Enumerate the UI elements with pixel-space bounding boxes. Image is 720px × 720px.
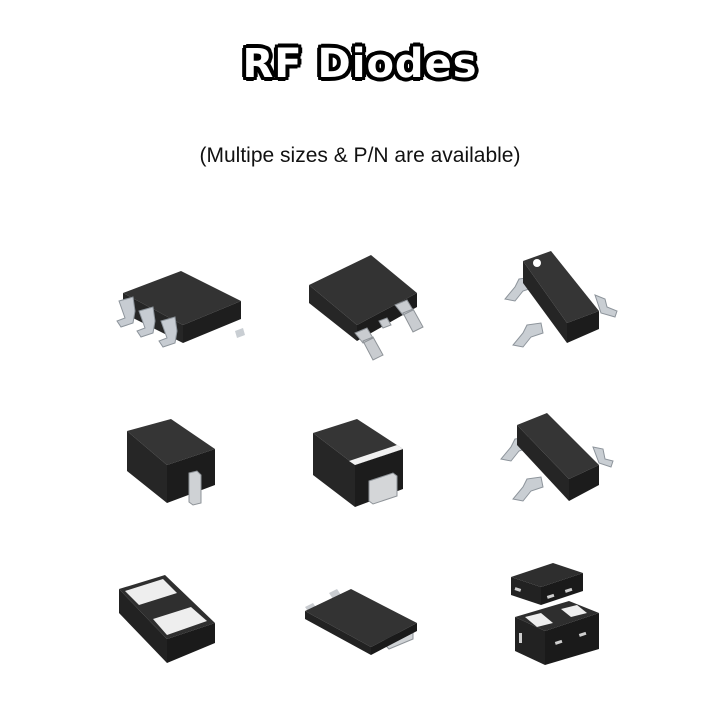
sma-package-icon xyxy=(313,419,403,507)
page-subtitle: (Multipe sizes & P/N are available) xyxy=(199,144,521,167)
package-cell xyxy=(487,243,647,393)
package-cell xyxy=(297,403,457,553)
dfn-package-icon xyxy=(119,575,215,663)
package-grid xyxy=(95,225,635,715)
powerdi-package-icon xyxy=(305,589,417,655)
dpak-package-icon xyxy=(309,255,424,361)
sot-6-package-icon xyxy=(116,271,245,348)
package-cell xyxy=(103,563,263,713)
page-title: RF Diodes xyxy=(242,41,478,87)
package-cell xyxy=(491,555,651,705)
dual-leadless-package-icon xyxy=(511,563,599,665)
package-cell xyxy=(103,243,263,393)
package-cell xyxy=(295,241,455,391)
package-cell xyxy=(105,403,265,553)
sot-23-package-icon xyxy=(500,413,614,502)
sot-23-dot-package-icon xyxy=(504,251,618,348)
package-cell xyxy=(295,563,455,713)
package-cell xyxy=(487,403,647,553)
sod-package-icon xyxy=(127,419,215,506)
